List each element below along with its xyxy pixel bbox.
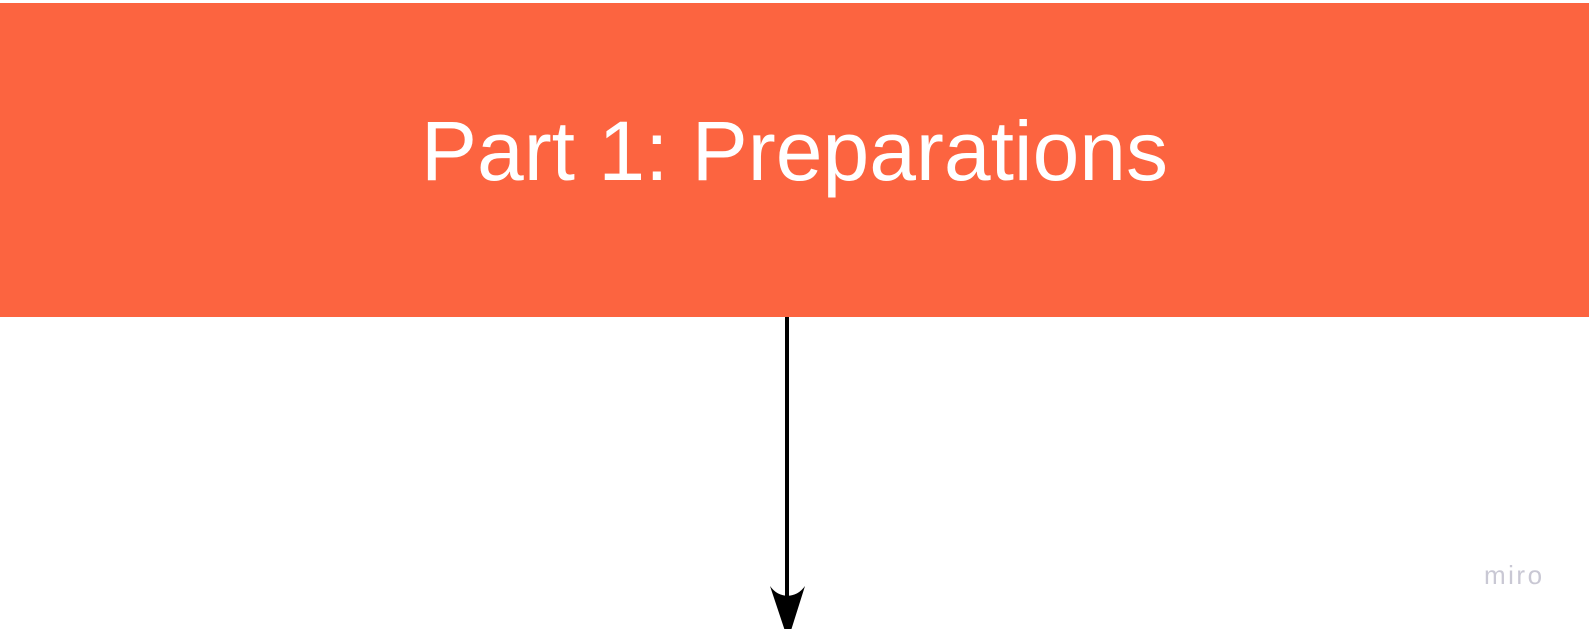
section-banner[interactable]: Part 1: Preparations <box>0 3 1589 317</box>
arrow-head-icon <box>770 586 805 629</box>
miro-watermark: miro <box>1484 560 1545 590</box>
page-title: Part 1: Preparations <box>420 104 1169 198</box>
